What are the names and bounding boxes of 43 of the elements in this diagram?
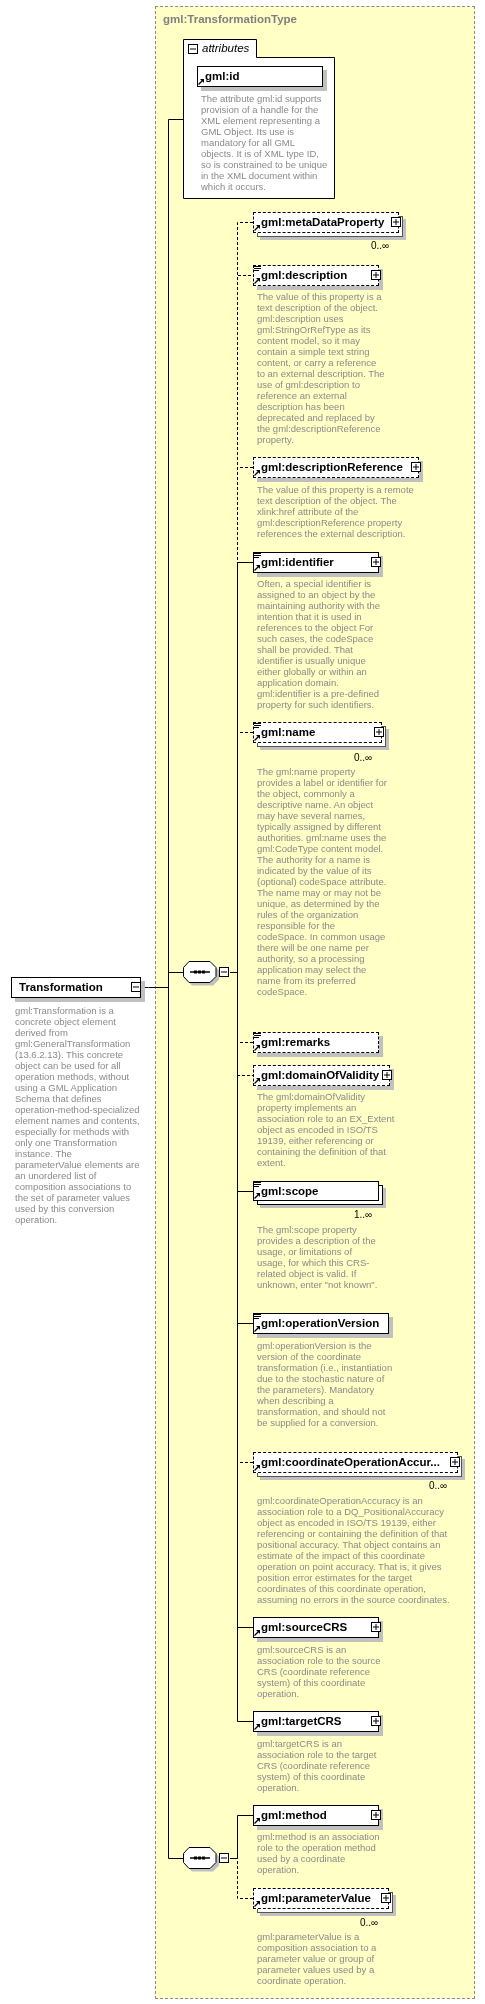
element-name: gml:id: [205, 69, 240, 83]
element-name: gml:parameterValue: [261, 1891, 371, 1905]
tab-label: attributes: [202, 42, 250, 55]
cardinality-label: 0..∞: [354, 752, 373, 763]
cardinality-label: 0..∞: [429, 1480, 448, 1491]
element-name: gml:descriptionReference: [261, 460, 403, 474]
type-name: gml:TransformationType: [163, 13, 297, 26]
element-name: gml:name: [261, 725, 316, 739]
element-name: gml:coordinateOperationAccur...: [261, 1455, 440, 1469]
documentation-text: The value of this property is a remote text description of the object. The xlink:href attribute of the gml:descriptionReference property references the external description.: [257, 484, 415, 539]
element-name: gml:domainOfValidity: [261, 1068, 380, 1082]
documentation-text: Often, a special identifier is assigned to an object by the maintaining authority with the intention that it is used in references to the object For such cases, the codeSpace shall be provided. That identifier is usually unique either globally or within an application domain. gml:identifier is a pre-defined property for such identifiers.: [257, 578, 382, 710]
element-name: gml:identifier: [261, 555, 334, 569]
element-name: gml:method: [261, 1808, 327, 1822]
documentation-text: gml:parameterValue is a composition association to a parameter value or group of parameter values used by a coordinate operation.: [257, 1931, 378, 1986]
type-container: [155, 6, 475, 1999]
documentation-text: The gml:name property provides a label or identifier for the object, commonly a descriptive name. An object may have several names, typically assigned by different authorities. gml:name uses the gml:CodeType content model. The authority for a name is indicated by the value of its (optional) codeSpace attribute. The name may or may not be unique, as determined by the rules of the organization responsible for the codeSpace. In common usage there will be one name per authority, so a processing application may select the name from its preferred codeSpace.: [257, 766, 387, 997]
documentation-text: gml:sourceCRS is an association role to the source CRS (coordinate reference system) of this coordinate operation.: [257, 1644, 382, 1699]
element-name: gml:scope: [261, 1184, 319, 1198]
documentation-text: The attribute gml:id supports provision of a handle for the XML element representing a GML Object. Its use is mandatory for all GML objects. It is of XML type ID, so is constrained to be unique in the XML document within which it occurs.: [201, 93, 329, 192]
element-name: gml:targetCRS: [261, 1714, 342, 1728]
documentation-text: gml:operationVersion is the version of the coordinate transformation (i.e., instantiation due to the stochastic nature of the parameters). Mandatory when describing a transformation, and should not be supplied for a conversion.: [257, 1340, 394, 1428]
element-name: Transformation: [19, 980, 103, 994]
element-name: gml:metaDataProperty: [261, 215, 385, 229]
connector-line: [229, 1858, 254, 1899]
element-name: gml:description: [261, 268, 348, 282]
cardinality-label: 1..∞: [354, 1209, 373, 1220]
documentation-text: gml:coordinateOperationAccuracy is an association role to a DQ_PositionalAccuracy object as encoded in ISO/TS 19139, either referencing or containing the definition of that positional accuracy. That object contains an estimate of the impact of this coordinate operation on point accuracy. That is, it gives position error estimates for the target coordinates of this coordinate operation, assuming no errors in the source coordinates.: [257, 1495, 451, 1605]
element-name: gml:operationVersion: [261, 1316, 380, 1330]
cardinality-label: 0..∞: [360, 1917, 379, 1928]
documentation-text: gml:method is an association role to the operation method used by a coordinate operation.: [257, 1831, 381, 1875]
attribute-panel: [183, 39, 335, 199]
documentation-text: gml:Transformation is a concrete object element derived from gml:GeneralTransformation (13.6.2.13). This concrete object can be used for all operation methods, without using a GML Application Schema that defines operation-method-specialized element names and contents, especially for methods with only one Transformation instance. The parameterValue elements are an unordered list of composition associations to the set of parameter values used by this conversion operation.: [15, 1005, 140, 1225]
documentation-text: The gml:domainOfValidity property implements an association role to an EX_Extent object as encoded in ISO/TS 19139, either referencing or containing the definition of that extent.: [257, 1091, 396, 1168]
documentation-text: The value of this property is a text description of the object. gml:description uses gml:StringOrRefType as its content model, so it may contain a simple text string content, or carry a reference to an external description. The use of gml:description to reference an external description has been deprecated and replaced by the gml:descriptionReference property.: [257, 291, 385, 445]
sequence-compositor: [183, 961, 230, 986]
sequence-compositor: [183, 1847, 230, 1872]
element-name: gml:sourceCRS: [261, 1620, 348, 1634]
connector-line: [154, 987, 184, 1859]
cardinality-label: 0..∞: [371, 240, 390, 251]
element-name: gml:remarks: [261, 1035, 331, 1049]
documentation-text: gml:targetCRS is an association role to the target CRS (coordinate reference system) of this coordinate operation.: [257, 1738, 378, 1793]
documentation-text: The gml:scope property provides a description of the usage, or limitations of usage, for which this CRS-related object is valid. If unknown, enter "not known".: [257, 1224, 379, 1290]
